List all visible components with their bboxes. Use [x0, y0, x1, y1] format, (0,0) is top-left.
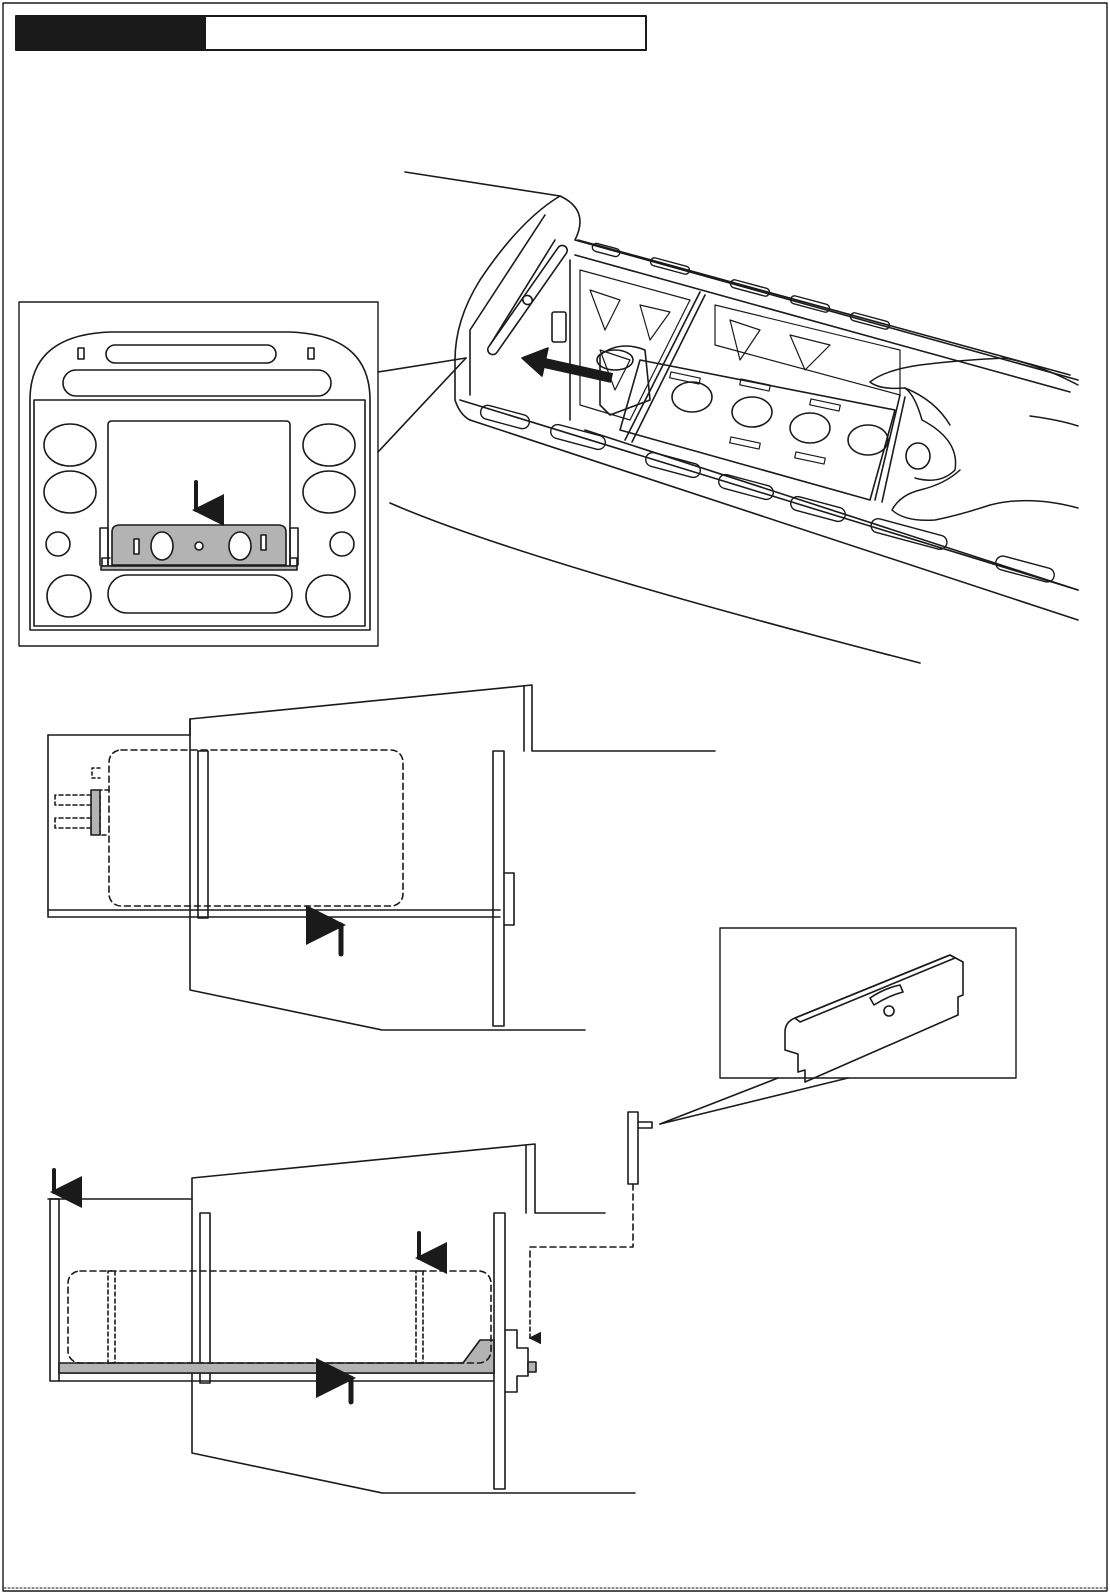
fuselage-perspective-view: [378, 172, 1078, 663]
side-section-view-upper: [48, 685, 715, 1030]
step-header: [16, 16, 646, 50]
hand-icon: [870, 358, 1078, 520]
part-detail-inset: [660, 928, 1016, 1124]
step-tab: [16, 16, 206, 50]
former-detail-inset: [19, 302, 378, 646]
gray-floor-plate: [59, 1340, 494, 1373]
motor-mount-tab: [552, 312, 566, 342]
side-section-view-lower: [48, 1144, 635, 1493]
small-part-side-view: [530, 1112, 652, 1338]
